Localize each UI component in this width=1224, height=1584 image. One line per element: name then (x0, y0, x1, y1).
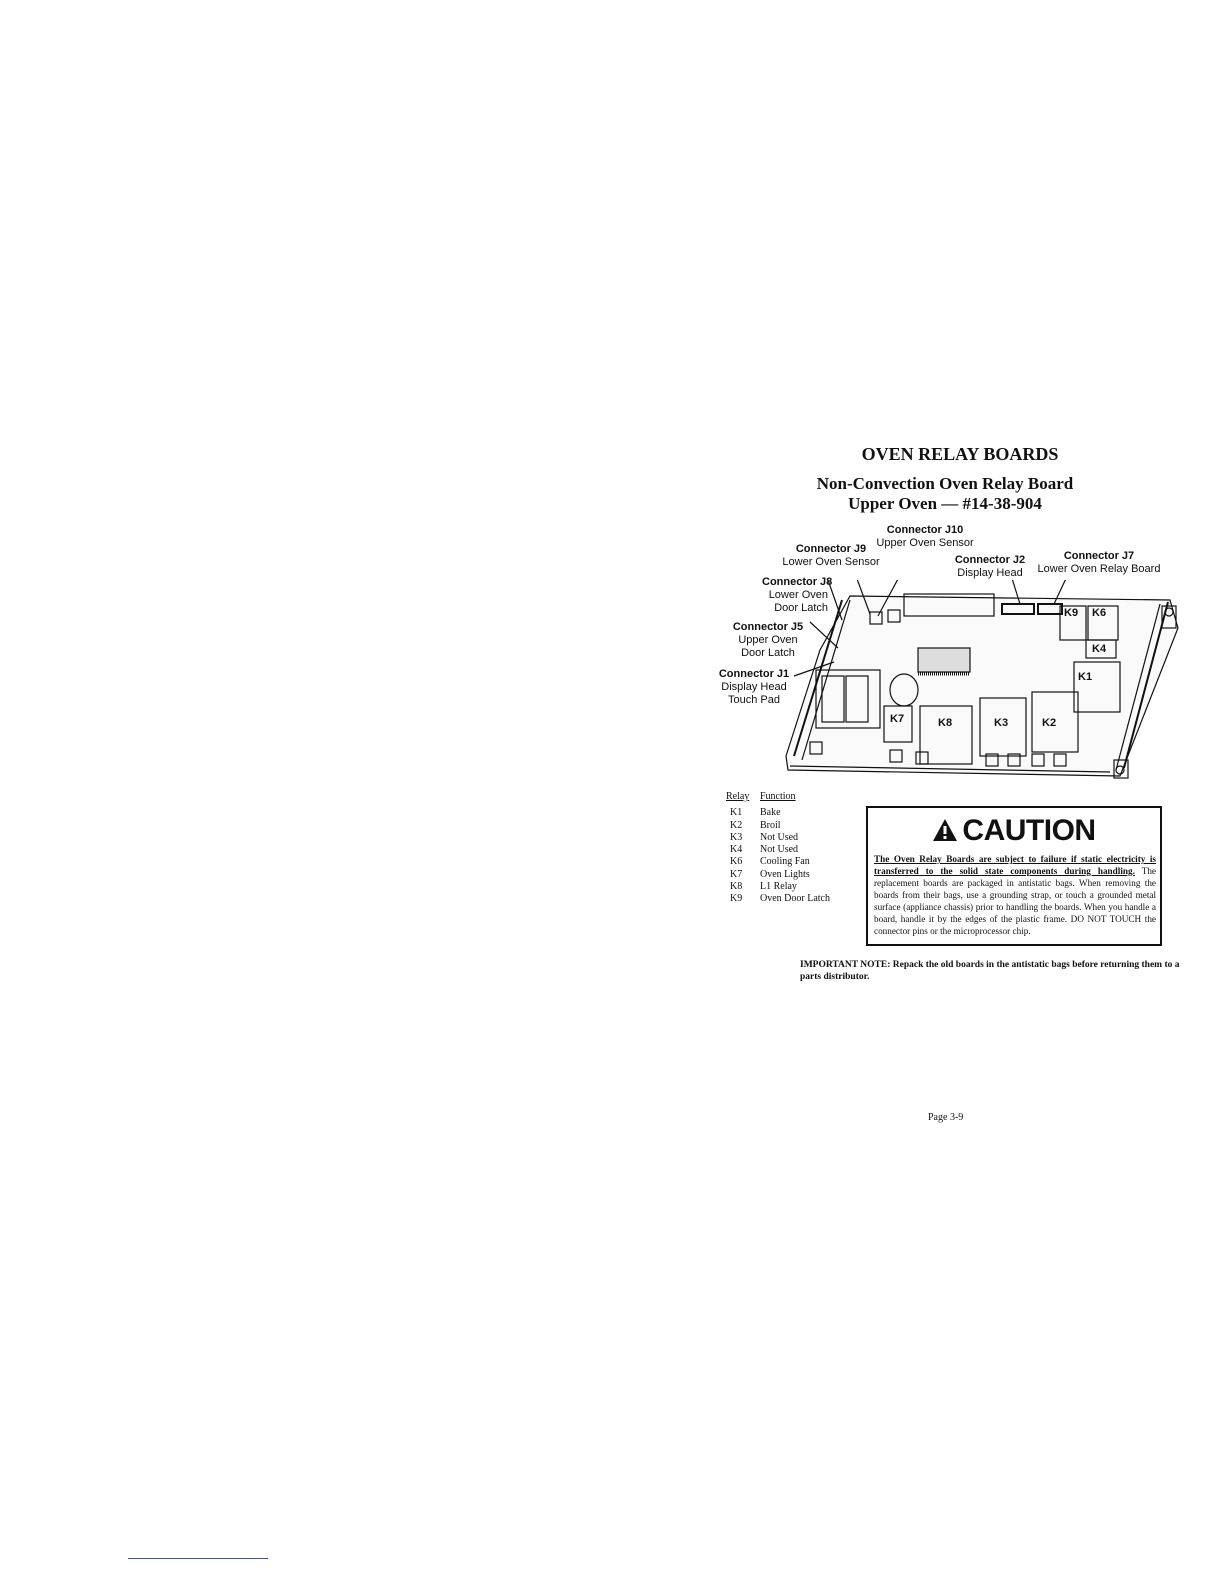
caution-warning-underlined: The Oven Relay Boards are subject to fai… (874, 854, 1156, 876)
function-cell: Bake (760, 807, 781, 819)
relay-label-k6: K6 (1092, 607, 1106, 619)
important-note: IMPORTANT NOTE: Repack the old boards in… (800, 960, 1180, 982)
callout-j5-desc2: Door Latch (741, 647, 795, 659)
relay-cell: K2 (730, 819, 743, 831)
callout-j7-name: Connector J7 (1063, 550, 1135, 562)
callout-j7: Connector J7 Lower Oven Relay Board (1034, 550, 1164, 576)
board-part-number: Upper Oven — #14-38-904 (848, 494, 1042, 513)
caution-text: The Oven Relay Boards are subject to fai… (874, 853, 1156, 937)
relay-cell: K4 (730, 844, 743, 856)
callout-j10-desc: Upper Oven Sensor (876, 537, 974, 549)
callout-j8-desc1: Lower Oven (768, 589, 828, 601)
function-cell: Oven Door Latch (760, 893, 830, 905)
callout-j1: Connector J1 Display Head Touch Pad (716, 668, 792, 707)
callout-j1-desc2: Touch Pad (728, 694, 780, 706)
relay-label-k8: K8 (938, 717, 952, 729)
relay-label-k2: K2 (1042, 717, 1056, 729)
table-row: K2 Broil (726, 820, 860, 832)
header-relay: Relay (726, 791, 750, 802)
relay-label-k7: K7 (890, 713, 904, 725)
callout-j1-name: Connector J1 (718, 668, 790, 680)
callout-j9-name: Connector J9 (795, 543, 867, 555)
function-cell: Oven Lights (760, 868, 810, 880)
caution-heading-text: CAUTION (962, 814, 1096, 847)
table-row: K6 Cooling Fan (726, 856, 860, 868)
relay-cell: K1 (730, 807, 743, 819)
caution-body-text: The replacement boards are packaged in a… (874, 866, 1156, 936)
callout-j1-desc1: Display Head (721, 681, 787, 693)
callout-j10-name: Connector J10 (886, 524, 964, 536)
callout-j9-desc: Lower Oven Sensor (782, 556, 880, 568)
warning-triangle-icon (933, 819, 958, 841)
relay-label-k3: K3 (994, 717, 1008, 729)
function-cell: Not Used (760, 831, 799, 843)
relay-label-k1: K1 (1078, 671, 1092, 683)
relay-board-diagram: K9 K6 K4 K1 K7 K8 K3 K2 (785, 580, 1179, 779)
relay-cell: K8 (730, 881, 743, 893)
function-cell: Not Used (760, 844, 799, 856)
table-row: K7 Oven Lights (726, 869, 860, 881)
header-function: Function (760, 791, 796, 802)
callout-j2-desc: Display Head (957, 567, 1023, 579)
callout-j5-name: Connector J5 (732, 621, 804, 633)
callout-j7-desc: Lower Oven Relay Board (1037, 563, 1161, 575)
page-number: Page 3-9 (928, 1112, 964, 1123)
callout-j5-desc1: Upper Oven (738, 634, 798, 646)
function-cell: Cooling Fan (760, 856, 810, 868)
table-row: K1 Bake (726, 807, 860, 819)
caution-box: CAUTION The Oven Relay Boards are subjec… (866, 806, 1162, 946)
callout-j2: Connector J2 Display Head (940, 554, 1040, 580)
table-row: K4 Not Used (726, 844, 860, 856)
callout-j8-desc2: Door Latch (774, 602, 828, 614)
relay-label-k9: K9 (1064, 607, 1078, 619)
table-row: K8 L1 Relay (726, 881, 860, 893)
table-row: K9 Oven Door Latch (726, 893, 860, 905)
function-cell: Broil (760, 819, 781, 831)
relay-cell: K7 (730, 868, 743, 880)
board-subtitle: Non-Convection Oven Relay Board (816, 474, 1074, 493)
relay-cell: K3 (730, 831, 743, 843)
footnote-divider (128, 1558, 268, 1559)
relay-cell: K9 (730, 893, 743, 905)
callout-j8-name: Connector J8 (762, 576, 833, 588)
callout-j10: Connector J10 Upper Oven Sensor (870, 524, 980, 550)
function-cell: L1 Relay (760, 881, 797, 893)
callout-j5: Connector J5 Upper Oven Door Latch (730, 621, 806, 660)
relay-label-k4: K4 (1092, 643, 1107, 655)
relay-cell: K6 (730, 856, 743, 868)
table-row: K3 Not Used (726, 832, 860, 844)
callout-j2-name: Connector J2 (954, 554, 1026, 566)
page-title: OVEN RELAY BOARDS (861, 444, 1059, 464)
table-header: Relay Function (726, 791, 860, 803)
caution-heading: CAUTION (868, 814, 1160, 848)
callout-j9: Connector J9 Lower Oven Sensor (776, 543, 886, 569)
callout-j8: Connector J8 Lower Oven Door Latch (762, 576, 832, 615)
